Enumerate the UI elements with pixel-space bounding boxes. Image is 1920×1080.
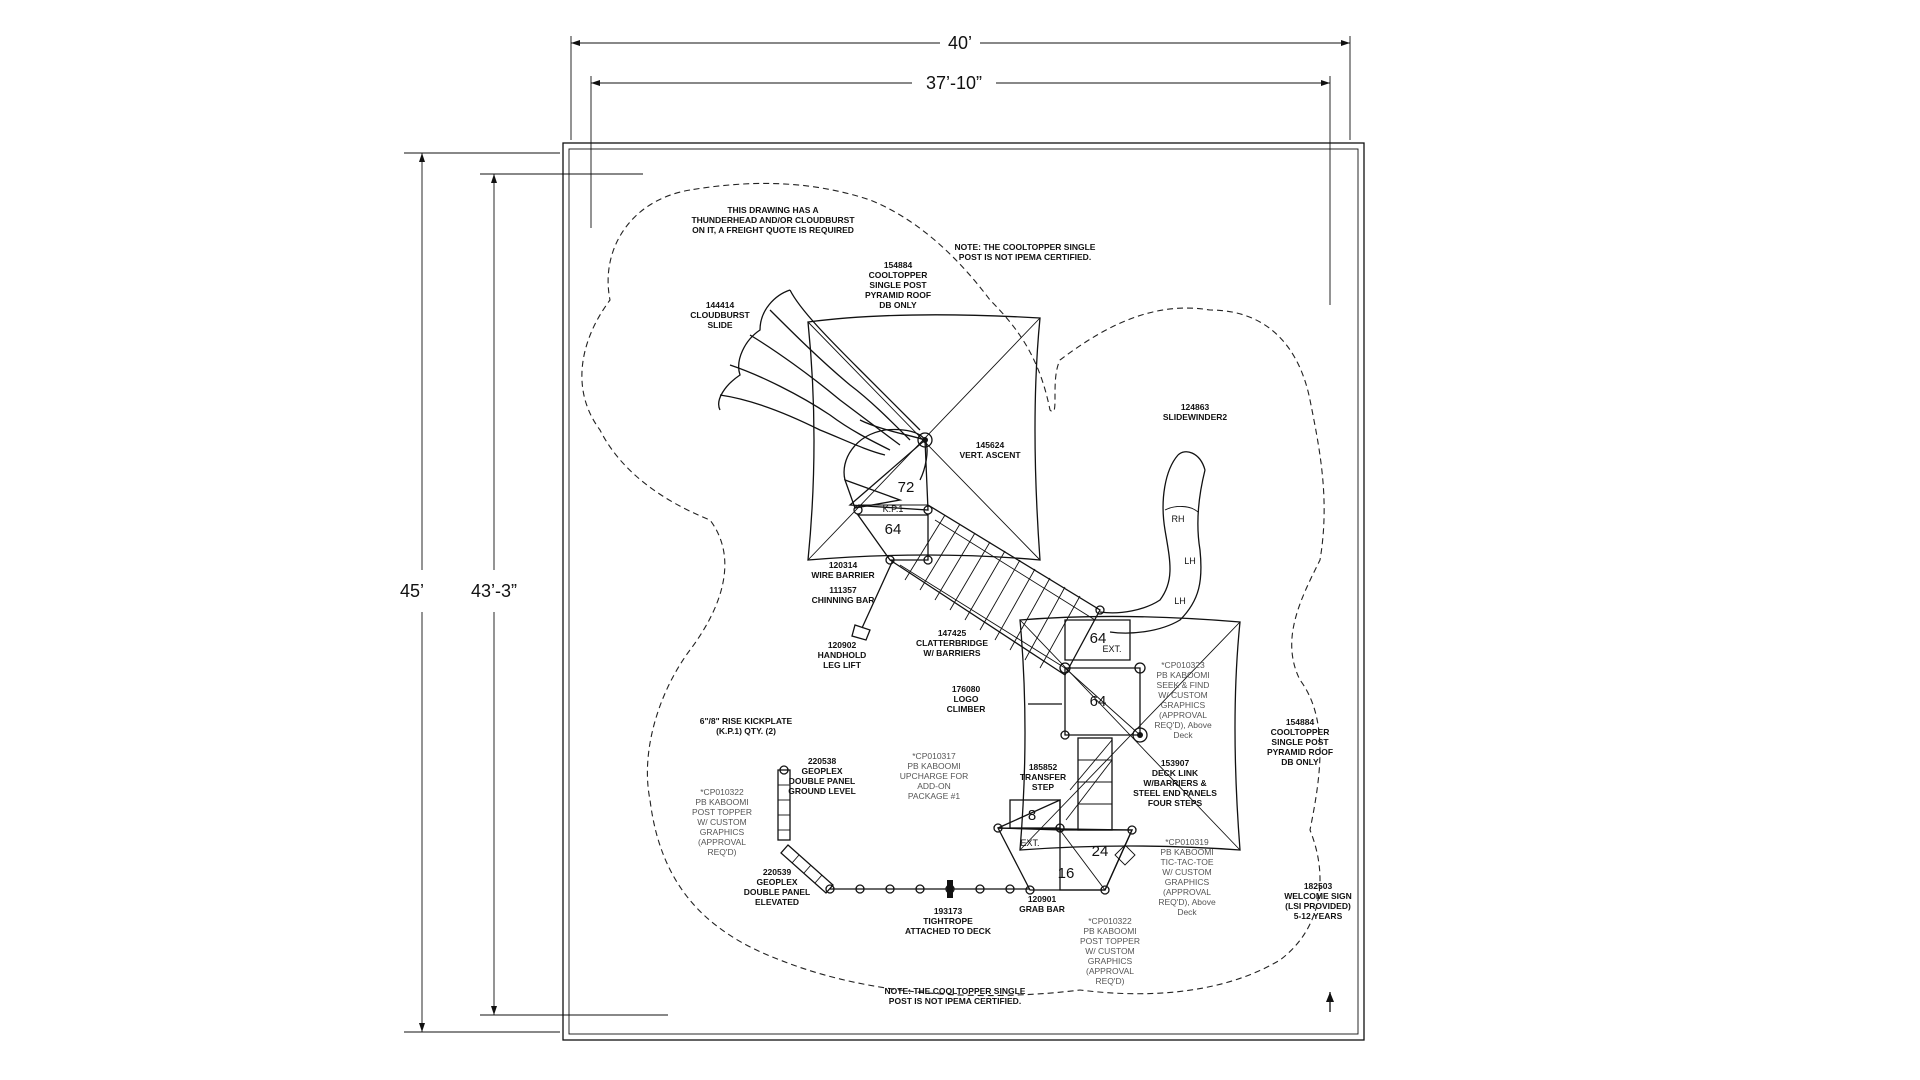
deck-upper xyxy=(848,432,933,565)
chinning-bar xyxy=(851,559,894,641)
geoplex-panels xyxy=(777,765,834,894)
ext-label-upper: EXT. xyxy=(1102,644,1121,654)
label-kickplate: 6"/8" RISE KICKPLATE(K.P.1) QTY. (2) xyxy=(700,716,793,736)
slidewinder-slide xyxy=(1099,451,1206,634)
dim-outer-width: 40’ xyxy=(948,33,972,53)
deck-64-upper-label: 64 xyxy=(885,521,902,538)
dim-inner-height: 43’-3” xyxy=(471,581,517,601)
use-zone-outline xyxy=(581,182,1325,997)
tightrope xyxy=(825,880,1030,898)
dim-outer-height: 45’ xyxy=(400,581,424,601)
slidewinder-rh: RH xyxy=(1172,514,1185,524)
deck-64-ext-label: 64 xyxy=(1090,630,1107,647)
deck-8-label: 8 xyxy=(1028,807,1036,824)
deck-16-label: 16 xyxy=(1058,865,1075,882)
cloudburst-slide xyxy=(718,289,928,509)
kickplate-marker: K.P.1 xyxy=(883,504,904,514)
clatterbridge xyxy=(889,504,1105,676)
north-arrow-icon xyxy=(1326,992,1334,1012)
dimension-lines xyxy=(404,36,1351,1033)
dim-inner-width: 37’-10” xyxy=(926,73,982,93)
deck-64-lower-label: 64 xyxy=(1090,693,1107,710)
ext-label-lower: EXT. xyxy=(1020,838,1039,848)
slidewinder-lh-2: LH xyxy=(1174,596,1186,606)
svg-text:6"/8" RISE KICKPLATE(K.P.1) QT: 6"/8" RISE KICKPLATE(K.P.1) QTY. (2) xyxy=(700,716,793,736)
deck-72-label: 72 xyxy=(898,479,915,496)
deck-24-label: 24 xyxy=(1092,843,1109,860)
deck-link-steps xyxy=(1065,737,1113,831)
deck-right xyxy=(1059,619,1148,743)
deck-lower xyxy=(993,798,1137,895)
slidewinder-lh-1: LH xyxy=(1184,556,1196,566)
site-border xyxy=(562,142,1365,1041)
